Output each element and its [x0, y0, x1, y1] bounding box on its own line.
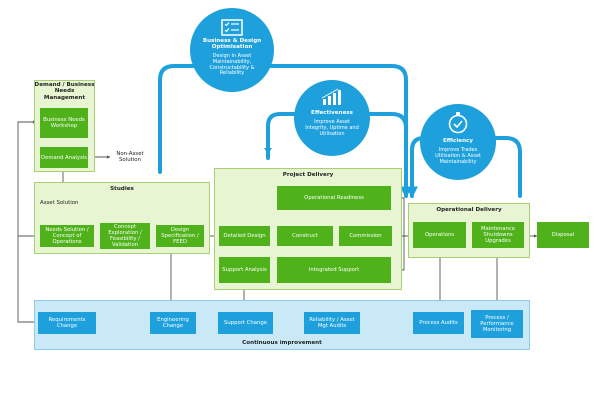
effectiveness-title: Effectiveness: [311, 110, 353, 116]
process-audits-box[interactable]: Process Audits: [413, 312, 464, 334]
support-change-box[interactable]: Support Change: [218, 312, 273, 334]
studies-title: Studies: [110, 186, 134, 192]
integrated-support-box[interactable]: Integrated Support: [277, 257, 391, 283]
design-specification-box[interactable]: Design Specification / FEED: [156, 225, 204, 247]
process-performance-box[interactable]: Process / Performance Monitoring: [471, 310, 523, 338]
bar-chart-icon: [321, 88, 343, 106]
business-needs-workshop-box[interactable]: Business Needs Workshop: [40, 108, 88, 138]
maintenance-box[interactable]: Maintenance Shutdowns Upgrades: [472, 222, 524, 248]
effectiveness-subtitle: Improve Asset Integrity, Uptime and Util…: [305, 119, 359, 137]
effectiveness-circle: Effectiveness Improve Asset Integrity, U…: [294, 80, 370, 156]
construct-box[interactable]: Construct: [277, 226, 333, 246]
reliability-audits-box[interactable]: Reliability / Asset Mgt Audits: [304, 312, 360, 334]
detailed-design-box[interactable]: Detailed Design: [219, 226, 270, 246]
operations-box[interactable]: Operations: [413, 222, 466, 248]
support-analysis-box[interactable]: Support Analysis: [219, 257, 270, 283]
demand-analysis-box[interactable]: Demand Analysis: [40, 147, 88, 168]
stopwatch-check-icon: [447, 112, 469, 134]
operational-readiness-box[interactable]: Operational Readiness: [277, 186, 391, 210]
efficiency-subtitle: Improve Trades Utilisation & Asset Maint…: [435, 147, 481, 165]
needs-solution-box[interactable]: Needs Solution / Concept of Operations: [40, 225, 94, 247]
concept-exploration-box[interactable]: Concept Exploration / Feasibility / Vali…: [100, 223, 150, 249]
optimisation-loop: [158, 64, 412, 199]
efficiency-title: Efficiency: [442, 138, 474, 144]
continuous-improvement-title: Continuous improvement: [242, 340, 322, 346]
project-delivery-title: Project Delivery: [282, 172, 334, 178]
demand-title: Demand / Business Needs Management: [34, 82, 95, 101]
non-asset-solution-label: Non-Asset Solution: [116, 151, 144, 163]
requirements-change-box[interactable]: Requirements Change: [38, 312, 96, 334]
optimisation-subtitle: Design in Asset Maintainability, Constru…: [209, 53, 255, 77]
effectiveness-loop: [266, 112, 408, 160]
optimisation-circle: Business & Design Optimisation Design in…: [190, 8, 274, 92]
disposal-box[interactable]: Disposal: [537, 222, 589, 248]
asset-solution-label: Asset Solution: [40, 200, 79, 206]
engineering-change-box[interactable]: Engineering Change: [150, 312, 196, 334]
efficiency-circle: Efficiency Improve Trades Utilisation & …: [420, 104, 496, 180]
commission-box[interactable]: Commission: [339, 226, 392, 246]
operational-delivery-title: Operational Delivery: [436, 207, 502, 213]
checklist-icon: [221, 19, 243, 36]
optimisation-title: Business & Design Optimisation: [202, 38, 262, 51]
